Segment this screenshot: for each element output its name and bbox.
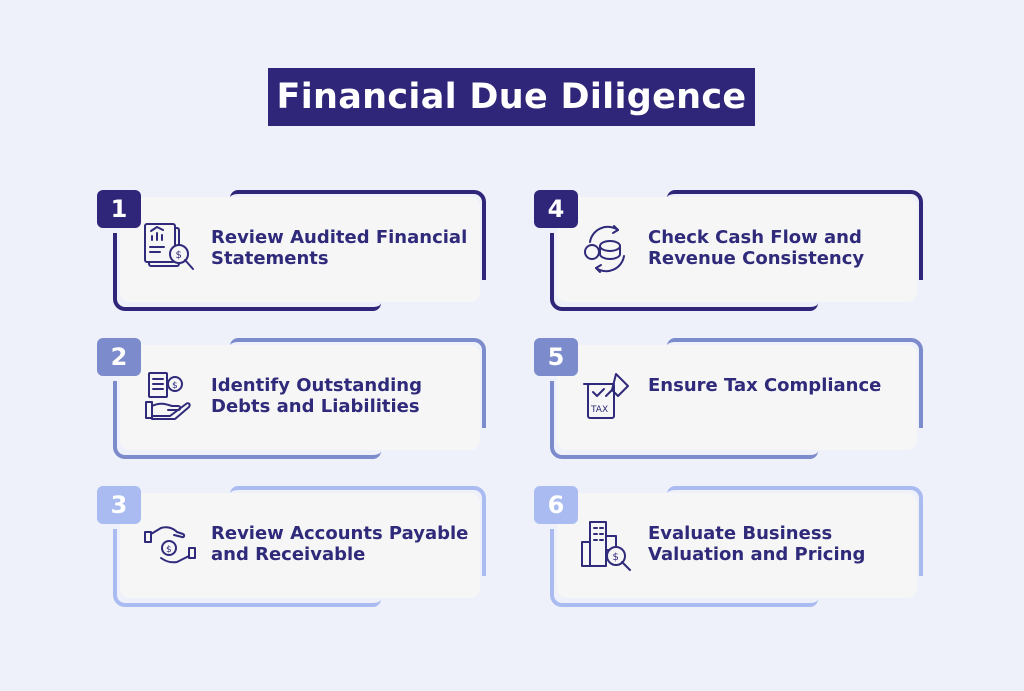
step-card-5: 5 TAX Ensure Tax Compliance xyxy=(534,338,934,463)
svg-text:$: $ xyxy=(172,381,178,391)
step-number-badge: 2 xyxy=(97,338,141,376)
step-card-4: 4 Check Cash Flow and Revenue Consistenc… xyxy=(534,190,934,315)
card-frame-top-right xyxy=(230,486,486,576)
step-number-badge: 5 xyxy=(534,338,578,376)
step-label: Review Accounts Payable and Receivable xyxy=(211,523,469,565)
step-card-6: 6 $ Evaluate Business Valuation and Pric… xyxy=(534,486,934,611)
card-body xyxy=(120,345,480,450)
card-frame-top-right xyxy=(230,190,486,280)
card-frame-bottom-left xyxy=(550,529,818,607)
building-valuation-icon: $ xyxy=(581,521,631,571)
card-body xyxy=(120,493,480,598)
step-number-badge: 4 xyxy=(534,190,578,228)
tax-document-check-icon: TAX xyxy=(583,373,629,419)
card-frame-bottom-left xyxy=(113,381,381,459)
cash-flow-cycle-icon xyxy=(584,225,625,273)
card-body xyxy=(557,345,917,450)
step-card-2: 2 $ Identify Outstanding Debts and Liabi… xyxy=(97,338,497,463)
page-title: Financial Due Diligence xyxy=(268,68,755,126)
step-number-badge: 6 xyxy=(534,486,578,524)
step-label: Ensure Tax Compliance xyxy=(648,375,882,396)
card-frame-bottom-left xyxy=(113,529,381,607)
step-number-badge: 1 xyxy=(97,190,141,228)
hands-exchanging-money-icon: $ xyxy=(144,526,196,564)
step-number-badge: 3 xyxy=(97,486,141,524)
step-label: Evaluate Business Valuation and Pricing xyxy=(648,523,866,565)
card-frame-bottom-left xyxy=(113,233,381,311)
financial-report-magnifier-icon: $ xyxy=(144,223,194,270)
svg-text:$: $ xyxy=(166,545,172,555)
card-frame-top-right xyxy=(230,338,486,428)
card-frame-bottom-left xyxy=(550,381,818,459)
step-card-1: 1 $ Review Audited Financial Statements xyxy=(97,190,497,315)
svg-text:$: $ xyxy=(613,552,619,563)
hand-with-bill-and-coin-icon: $ xyxy=(145,372,191,420)
card-frame-bottom-left xyxy=(550,233,818,311)
step-card-3: 3 $ Review Accounts Payable and Receivab… xyxy=(97,486,497,611)
step-label: Check Cash Flow and Revenue Consistency xyxy=(648,227,865,269)
step-label: Identify Outstanding Debts and Liabiliti… xyxy=(211,375,422,417)
card-frame-top-right xyxy=(667,190,923,280)
svg-text:$: $ xyxy=(176,250,182,261)
step-label: Review Audited Financial Statements xyxy=(211,227,468,269)
card-frame-top-right xyxy=(667,338,923,428)
svg-text:TAX: TAX xyxy=(590,405,608,415)
card-frame-top-right xyxy=(667,486,923,576)
